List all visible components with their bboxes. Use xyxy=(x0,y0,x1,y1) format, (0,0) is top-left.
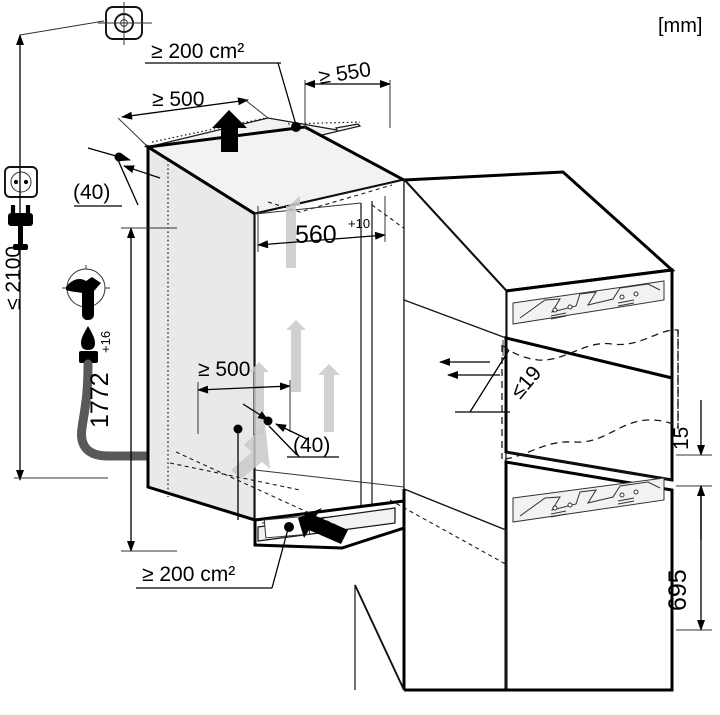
label-niche-width-rear: ≥ 550 xyxy=(317,58,372,89)
dim-niche-width-rear xyxy=(304,80,391,128)
label-gap-between-doors: 15 xyxy=(670,427,693,450)
label-gap-bottom: (40) xyxy=(293,434,330,457)
label-niche-depth-top: ≥ 500 xyxy=(152,88,204,111)
appliance-lower-doors xyxy=(354,299,674,692)
door-overlay-dashed xyxy=(501,329,679,460)
dim-niche-height xyxy=(121,227,177,552)
label-vent-top: ≥ 200 cm² xyxy=(151,40,244,63)
water-tap-icon xyxy=(62,265,110,320)
appliance-body xyxy=(400,170,676,380)
dim-niche-depth-bottom xyxy=(197,380,291,434)
dim-niche-depth-top xyxy=(117,97,269,148)
dim-lower-door-height xyxy=(676,485,712,631)
label-niche-width: 560 xyxy=(295,221,337,249)
water-hose xyxy=(77,351,171,461)
water-connection-target-icon xyxy=(19,2,152,45)
vent-arrow-bottom xyxy=(298,508,348,544)
dim-vent-top xyxy=(145,62,301,132)
dim-height-max xyxy=(14,34,108,481)
label-niche-height-tolerance: +16 xyxy=(98,331,113,353)
label-height-max: ≤ 2100 xyxy=(2,246,25,310)
dim-niche-width xyxy=(257,196,386,252)
label-niche-height: 1772 xyxy=(86,372,114,428)
airflow-arrow-in xyxy=(231,424,270,479)
label-niche-depth-bottom: ≥ 500 xyxy=(198,358,250,381)
dim-vent-bottom xyxy=(136,522,294,589)
label-lower-door-height: 695 xyxy=(664,569,692,611)
label-gap-top: (40) xyxy=(73,181,110,204)
dim-gap-bottom xyxy=(233,403,339,520)
dim-gap-top xyxy=(74,147,161,207)
label-niche-width-tolerance: +10 xyxy=(348,216,370,231)
airflow-arrow-up xyxy=(249,196,340,434)
water-drop-icon xyxy=(81,326,95,350)
label-vent-bottom: ≥ 200 cm² xyxy=(142,563,235,586)
label-door-gap: ≤19 xyxy=(506,362,546,404)
vent-arrow-top xyxy=(212,110,247,152)
dim-door-gap xyxy=(439,340,510,413)
label-unit: [mm] xyxy=(658,15,702,37)
